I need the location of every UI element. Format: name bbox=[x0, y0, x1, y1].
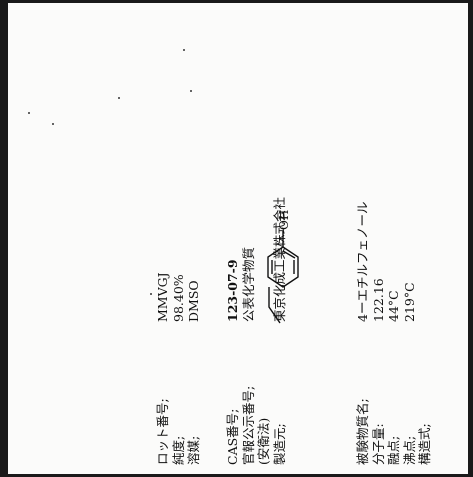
value-manufacturer: 東京化成工業株式会社 bbox=[271, 196, 287, 322]
label-solvent: 溶媒; bbox=[186, 435, 201, 465]
block3-values: MMVGJ 98.40% DMSO bbox=[155, 272, 202, 322]
value-solvent: DMSO bbox=[186, 280, 201, 322]
value-gazette-number: 公表化学物質 bbox=[240, 246, 256, 322]
scan-border-bottom bbox=[0, 474, 473, 477]
value-molecular-weight: 122.16 bbox=[370, 278, 386, 322]
label-substance-name: 被験物質名; bbox=[355, 398, 370, 465]
label-cas-number: CAS番号; bbox=[225, 408, 240, 465]
label-purity: 純度; bbox=[170, 435, 186, 465]
label-gazette-number: 官報公示番号; bbox=[240, 385, 256, 465]
scan-speck bbox=[190, 90, 192, 92]
value-cas-number: 123-07-9 bbox=[225, 259, 240, 322]
label-boiling-point: 沸点; bbox=[401, 435, 417, 465]
scan-speck bbox=[28, 112, 30, 114]
scan-speck bbox=[118, 97, 120, 99]
block1-values: 4ーエチルフェノール 122.16 44°C 219°C bbox=[355, 202, 417, 322]
4-ethylphenol-structure-icon: OH bbox=[267, 210, 299, 324]
label-structural-formula: 構造式; bbox=[417, 423, 432, 465]
label-melting-point: 融点; bbox=[386, 435, 401, 465]
block3-labels: ロット番号; 純度; 溶媒; bbox=[155, 398, 202, 465]
scan-border-left bbox=[0, 0, 8, 477]
structure-oh-label: OH bbox=[277, 210, 291, 230]
scan-speck bbox=[150, 293, 152, 295]
label-lot-number: ロット番号; bbox=[155, 398, 170, 465]
value-purity: 98.40% bbox=[170, 274, 186, 322]
scan-border-right bbox=[468, 0, 473, 477]
block1-labels: 被験物質名; 分子量: 融点; 沸点; 構造式; bbox=[355, 398, 433, 465]
label-molecular-weight: 分子量: bbox=[370, 423, 386, 465]
label-industrial-safety-law: (安衛法) bbox=[256, 417, 271, 465]
value-substance-name: 4ーエチルフェノール bbox=[355, 201, 370, 322]
value-melting-point: 44°C bbox=[386, 290, 401, 322]
block2-labels: CAS番号; 官報公示番号; (安衛法) 製造元; bbox=[225, 386, 287, 465]
scan-border-top bbox=[0, 0, 473, 3]
scan-speck bbox=[52, 123, 54, 125]
value-industrial-safety-law bbox=[256, 197, 272, 322]
scan-speck bbox=[183, 49, 185, 51]
block2-values: 123-07-9 公表化学物質 東京化成工業株式会社 bbox=[225, 197, 287, 322]
value-lot-number: MMVGJ bbox=[155, 272, 170, 322]
value-boiling-point: 219°C bbox=[401, 282, 417, 322]
label-manufacturer: 製造元; bbox=[271, 423, 287, 465]
